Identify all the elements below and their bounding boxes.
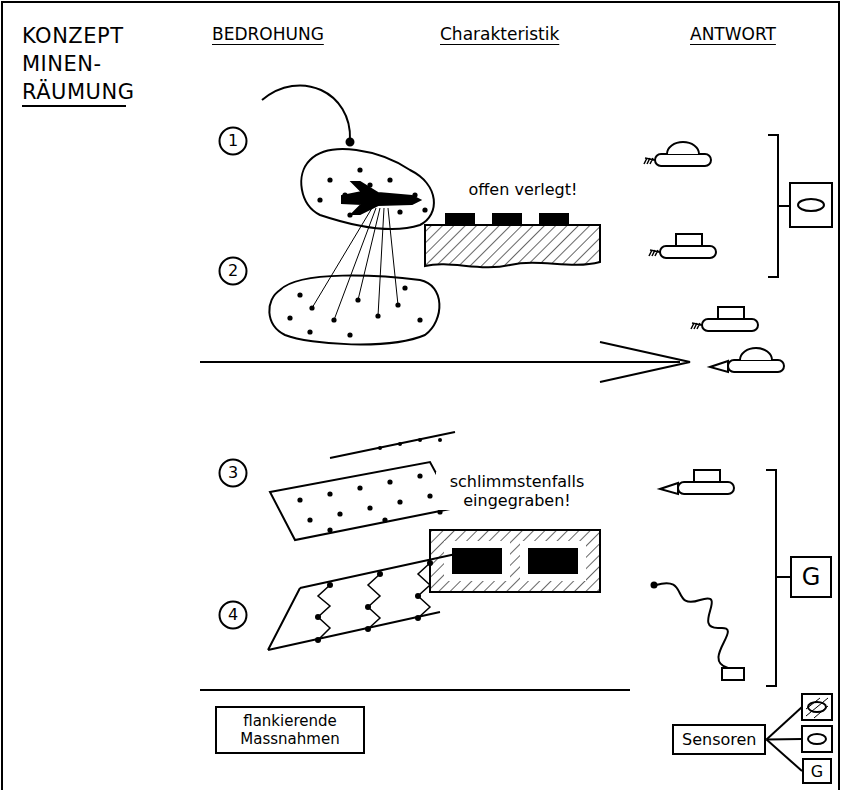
column-header: BEDROHUNG [212, 24, 324, 44]
node-text: G [802, 563, 821, 592]
node-text: 4 [218, 600, 248, 630]
characteristic-note: schlimmstenfalls eingegraben! [436, 472, 598, 510]
characteristic-note: offen verlegt! [446, 180, 600, 199]
node-text: 3 [218, 458, 248, 488]
node-text: 1 [218, 126, 248, 156]
connector [766, 740, 802, 772]
callout-number: 4 [218, 600, 248, 630]
column-header: ANTWORT [690, 24, 776, 44]
callout-number: 2 [218, 256, 248, 286]
callout-number: 1 [218, 126, 248, 156]
node-text: Sensoren [682, 730, 756, 749]
method-box: G [790, 556, 832, 598]
column-header: Charakteristik [440, 24, 559, 44]
sensor-box: Sensoren [672, 724, 766, 755]
node-text: 2 [218, 256, 248, 286]
node-text: G [811, 762, 823, 781]
node-text: flankierende Massnahmen [225, 712, 355, 748]
callout-number: 3 [218, 458, 248, 488]
fan-line [766, 707, 802, 740]
diagram-title: KONZEPT MINEN- RÄUMUNG [22, 22, 142, 106]
sensor-type-box: G [802, 758, 832, 784]
fan-line [766, 738, 802, 741]
measures-box: flankierende Massnahmen [215, 706, 365, 754]
